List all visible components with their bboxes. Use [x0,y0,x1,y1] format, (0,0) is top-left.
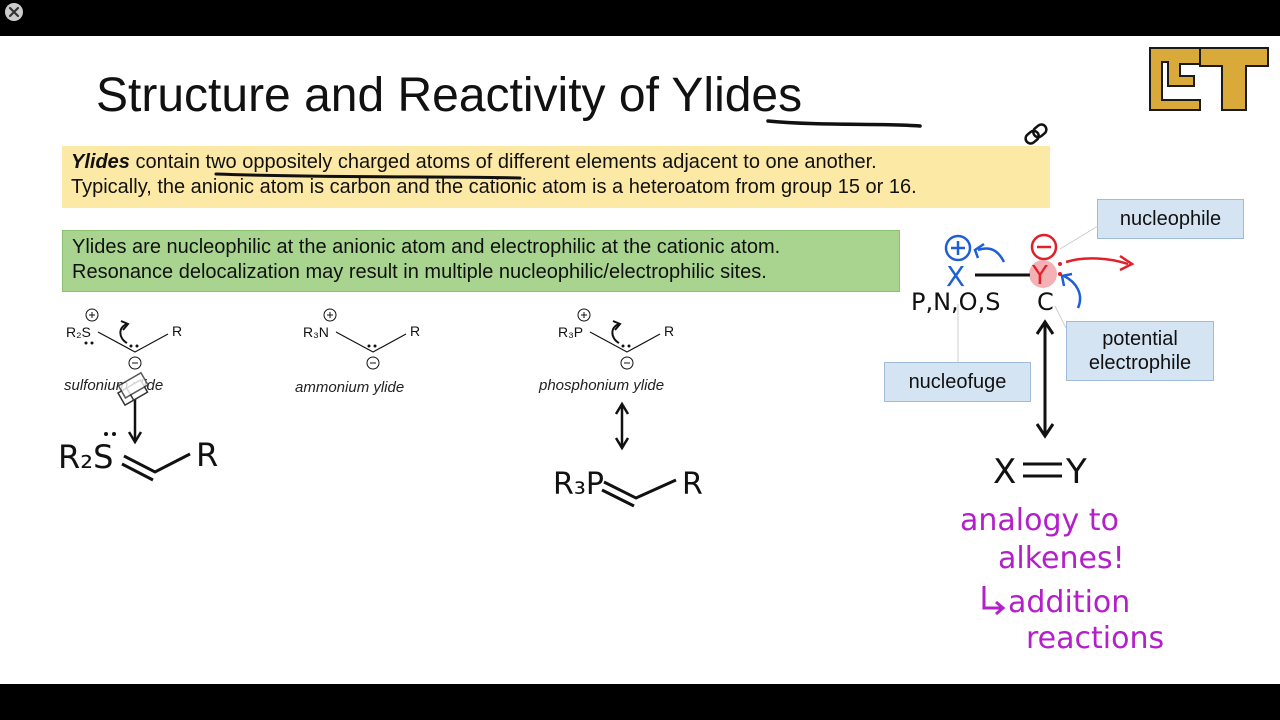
caption-ammonium: ammonium ylide [295,379,405,396]
slide-title-text: Structure and Reactivity of Ylides [96,69,803,122]
hw-x-alkene: X [993,452,1016,492]
definition-line-2: Typically, the anionic atom is carbon an… [71,176,917,198]
hw-x: X [946,260,965,293]
handwritten-phosphonium: R₃P R [553,467,703,508]
player-bottom-bar [0,684,1280,720]
hw-r3p: R₃P [553,467,604,502]
label-electrophile-line-1: potential [1102,328,1178,350]
definition-part-1: contain [129,151,206,173]
label-nucleofuge: nucleofuge [884,362,1031,402]
phosphonium-structure: R₃P R [558,308,674,451]
hw-r-sulf: R [196,436,218,474]
phosphonium-r: R [664,323,674,339]
definition-part-2: of different elements adjacent to one an… [470,151,877,173]
handwritten-analogy: analogy to alkenes! addition reactions [960,503,1164,656]
hw-analogy-4: reactions [1026,621,1164,656]
drawing-overlay: R₂S R R₃N R [58,47,1269,656]
ammonium-structure: R₃N R [303,308,420,370]
sulfonium-reagent: R₂S [66,324,91,340]
hw-y-alkene: Y [1065,452,1087,492]
definition-line-1: Ylides contain two oppositely charged at… [71,150,1041,175]
hw-analogy-2: alkenes! [998,541,1125,576]
label-electrophile-line-2: electrophile [1088,352,1192,374]
slide-title: Structure and Reactivity of Ylides [96,66,802,126]
handwritten-sulfonium: R₂S R [58,432,218,482]
definition-underline [214,172,522,180]
hw-analogy-3: addition [1008,585,1130,620]
gt-logo [1149,47,1269,111]
hw-r2s: R₂S [58,438,113,476]
label-nucleophile: nucleophile [1097,199,1244,239]
hw-analogy-1: analogy to [960,503,1119,538]
ammonium-reagent: R₃N [303,324,329,340]
hw-r-phos: R [682,467,703,502]
player-top-bar [0,0,1280,36]
definition-term: Ylides [71,151,130,173]
general-ylide-diagram: X Y P,N,O,S C X Y [911,225,1135,492]
caption-phosphonium: phosphonium ylide [539,377,665,394]
sulfonium-structure: R₂S R [66,308,182,445]
eraser-cursor-icon [116,371,150,407]
phosphonium-reagent: R₃P [558,324,583,340]
close-icon[interactable] [2,2,26,26]
link-icon[interactable] [1024,122,1049,145]
definition-highlight: two oppositely charged atoms [205,151,471,173]
label-nucleophile-text: nucleophile [1119,208,1222,230]
reactivity-line-2: Resonance delocalization may result in m… [72,261,767,283]
title-underline [766,119,922,128]
label-nucleofuge-text: nucleofuge [908,371,1007,393]
definition-box: Ylides contain two oppositely charged at… [62,146,1050,208]
reactivity-line-1: Ylides are nucleophilic at the anionic a… [72,236,781,258]
slide: Structure and Reactivity of Ylides Ylide… [0,36,1280,684]
hw-carbon: C [1037,288,1054,316]
reactivity-box: Ylides are nucleophilic at the anionic a… [62,230,900,292]
sulfonium-r: R [172,323,182,339]
ammonium-r: R [410,323,420,339]
hw-y: Y [1031,261,1048,291]
hw-elements: P,N,O,S [911,288,1000,316]
